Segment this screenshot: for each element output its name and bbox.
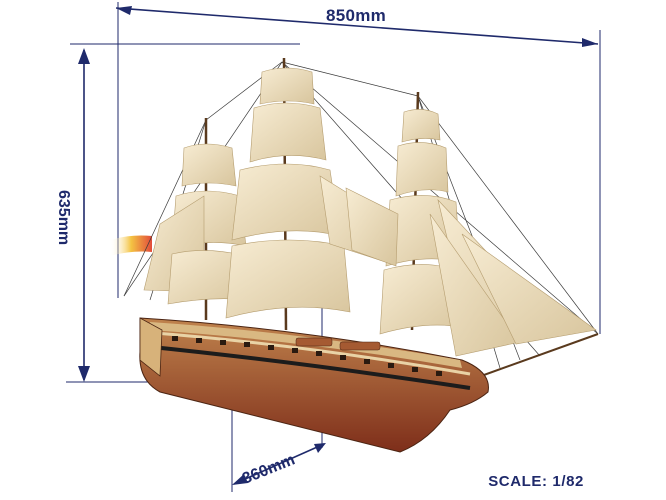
jib-sails [429, 198, 597, 357]
main-sails [225, 67, 393, 319]
flag-icon [110, 235, 152, 256]
width-label: 850mm [326, 6, 387, 25]
scale-label: SCALE: 1/82 [488, 473, 584, 490]
deck [295, 337, 381, 351]
hull [139, 317, 489, 453]
height-label: 635mm [55, 190, 72, 246]
height-dimension [66, 43, 300, 383]
